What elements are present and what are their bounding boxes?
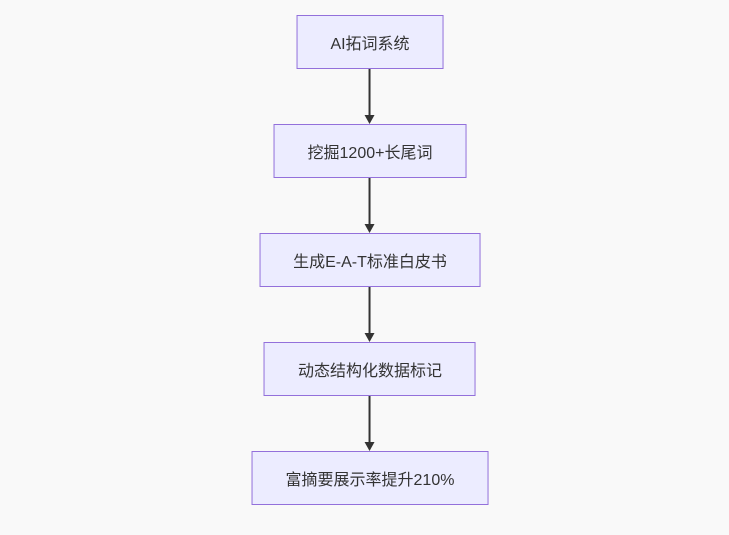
flow-node-structured-data-markup: 动态结构化数据标记 [263, 342, 476, 396]
flow-node-ai-keyword-system: AI拓词系统 [296, 15, 444, 69]
arrow-connector-3 [365, 287, 375, 342]
arrow-line [369, 69, 371, 116]
flow-node-label: 挖掘1200+长尾词 [307, 145, 433, 162]
flow-node-label: 富摘要展示率提升210% [285, 472, 455, 489]
flowchart: AI拓词系统 挖掘1200+长尾词 生成E-A-T标准白皮书 动态结构化数据标记… [251, 15, 489, 505]
arrowhead-down-icon [365, 115, 375, 124]
arrow-line [369, 396, 371, 443]
arrow-connector-2 [365, 178, 375, 233]
arrowhead-down-icon [365, 224, 375, 233]
arrow-connector-4 [365, 396, 375, 451]
flow-node-label: 动态结构化数据标记 [297, 363, 442, 380]
flow-node-rich-snippet-result: 富摘要展示率提升210% [251, 451, 489, 505]
flow-node-longtail-mining: 挖掘1200+长尾词 [273, 124, 467, 178]
flow-node-label: 生成E-A-T标准白皮书 [293, 254, 447, 271]
arrowhead-down-icon [365, 442, 375, 451]
flow-node-eat-whitepaper: 生成E-A-T标准白皮书 [259, 233, 481, 287]
arrow-line [369, 287, 371, 334]
flow-node-label: AI拓词系统 [330, 36, 410, 53]
arrowhead-down-icon [365, 333, 375, 342]
arrow-line [369, 178, 371, 225]
arrow-connector-1 [365, 69, 375, 124]
